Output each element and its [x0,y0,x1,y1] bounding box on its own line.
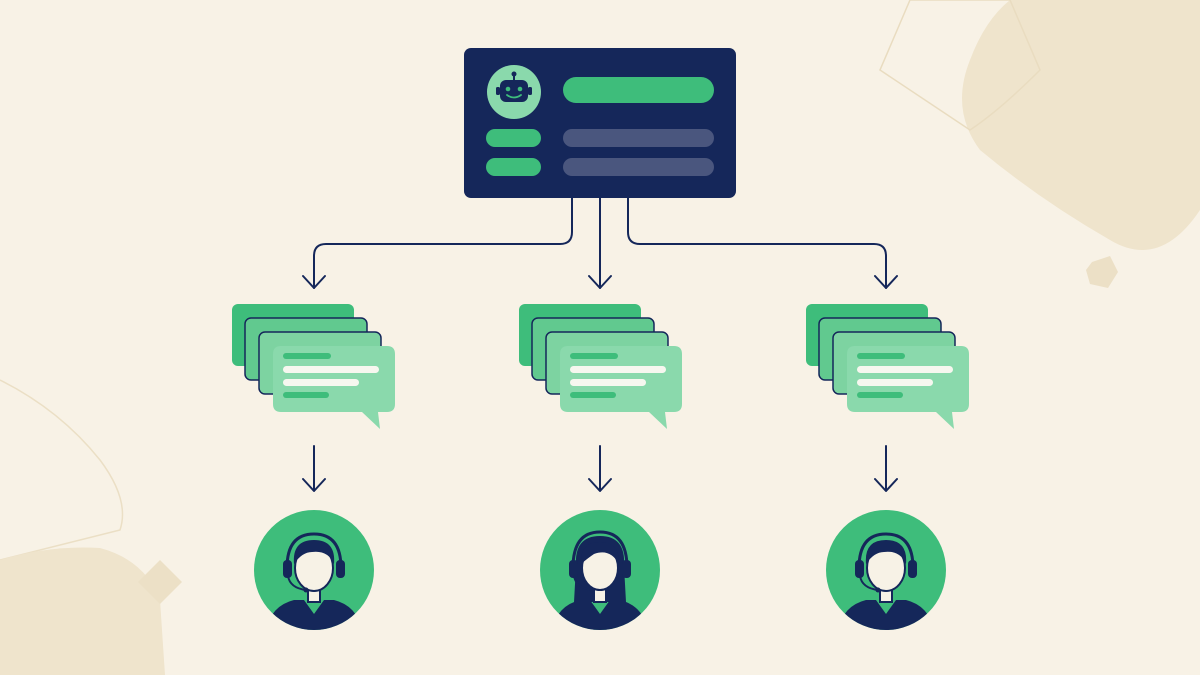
branch-right [805,303,970,632]
arrowhead-center [588,275,612,289]
decor-diamond-bottom-left [138,560,182,604]
chat-bubbles-icon [231,303,396,430]
branch-center [518,303,683,632]
agent-female-headset-icon [540,510,660,632]
decor-outline-left [0,379,124,561]
arrowhead-left [302,275,326,289]
decor-pebble-right [1086,256,1118,288]
hub-tag-bar-1 [486,129,541,147]
connector-left [313,197,573,289]
hub-line-bar-2 [563,158,714,176]
chat-bubbles-icon [805,303,970,430]
decor-outline-top-right [879,0,1041,131]
robot-icon [496,71,532,102]
decor-shape-bottom-left [0,547,165,675]
hub-title-bar [563,77,714,103]
hub-panel [464,48,736,198]
agent-male-headset-icon [826,510,946,632]
hub-line-bar-1 [563,129,714,147]
down-arrow-right [874,445,898,492]
routing-connectors [302,197,898,289]
chat-bubbles-icon [518,303,683,430]
branch-left [231,303,396,632]
connector-right [627,197,887,289]
down-arrow-center [588,445,612,492]
arrowhead-right [874,275,898,289]
hub-tag-bar-2 [486,158,541,176]
decor-shape-top-right [962,0,1200,250]
down-arrow-left [302,445,326,492]
agent-male-headset-icon [254,510,374,632]
